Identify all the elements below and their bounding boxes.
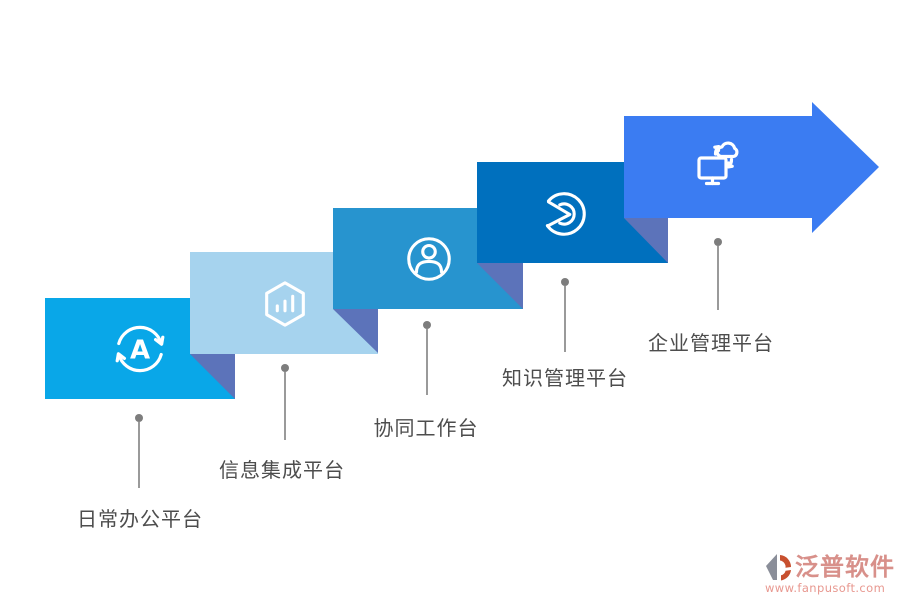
connector-dot-4 xyxy=(561,278,569,286)
watermark-brand: 泛普软件 xyxy=(795,551,895,581)
connector-line-5 xyxy=(717,246,719,310)
step-arrow-5 xyxy=(624,102,879,233)
step-label-2: 信息集成平台 xyxy=(219,458,345,482)
fold-triangle-2 xyxy=(190,354,235,399)
connector-dot-3 xyxy=(423,321,431,329)
fold-triangle-5 xyxy=(624,218,668,263)
fold-triangle-3 xyxy=(333,309,378,353)
fold-triangle-4 xyxy=(477,263,523,309)
step-label-5: 企业管理平台 xyxy=(648,331,774,355)
fanpu-logo-icon xyxy=(766,553,792,580)
connector-line-2 xyxy=(284,372,286,440)
connector-dot-1 xyxy=(135,414,143,422)
watermark-url: www.fanpusoft.com xyxy=(765,580,886,595)
connector-line-3 xyxy=(426,329,428,395)
connector-dot-5 xyxy=(714,238,722,246)
watermark: 泛普软件 www.fanpusoft.com xyxy=(765,551,895,595)
connector-line-4 xyxy=(564,286,566,352)
step-label-4: 知识管理平台 xyxy=(502,366,628,390)
step-label-1: 日常办公平台 xyxy=(77,507,203,531)
connector-dot-2 xyxy=(281,364,289,372)
connector-line-1 xyxy=(138,422,140,488)
step-label-3: 协同工作台 xyxy=(373,416,479,440)
